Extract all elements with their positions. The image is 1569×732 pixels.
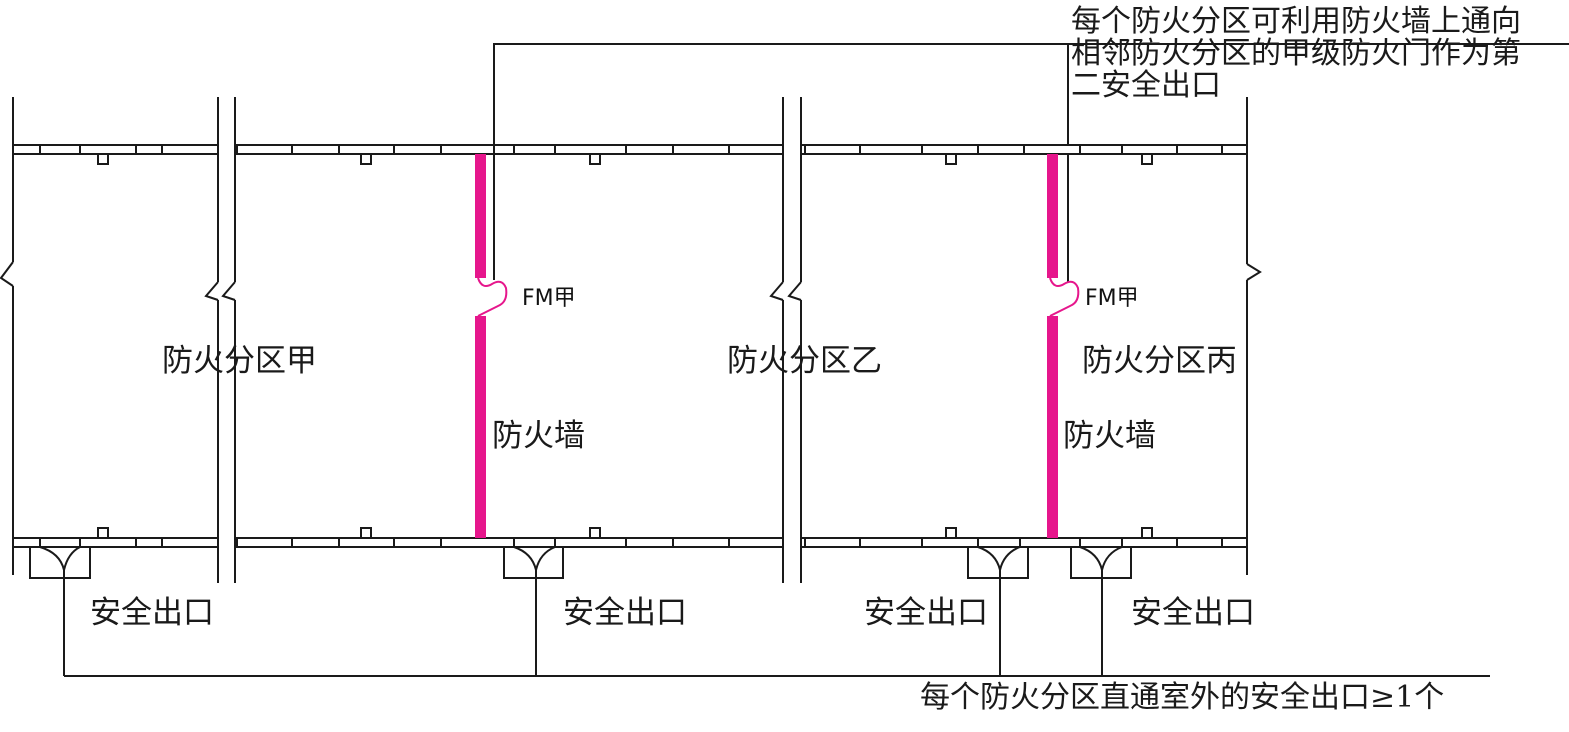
top-note: 每个防火分区可利用防火墙上通向 相邻防火分区的甲级防火门作为第 二安全出口 [1071, 6, 1521, 102]
fire-door-label-2: FM甲 [1085, 286, 1139, 311]
fire-wall-2 [1047, 154, 1080, 538]
exit-label-4: 安全出口 [1131, 595, 1255, 631]
top-note-line-3: 二安全出口 [1071, 68, 1221, 103]
exit-label-1: 安全出口 [90, 595, 214, 631]
bottom-wall [12, 527, 1248, 548]
exit-label-3: 安全出口 [864, 595, 988, 631]
fire-door-label-1: FM甲 [522, 286, 576, 311]
exit-door-1 [29, 546, 91, 579]
top-note-line-2: 相邻防火分区的甲级防火门作为第 [1071, 36, 1521, 71]
exit-door-3 [967, 546, 1029, 579]
exit-label-2: 安全出口 [563, 595, 687, 631]
partition-wall-2 [769, 97, 802, 583]
fire-wall-label-2: 防火墙 [1063, 418, 1156, 454]
fire-wall-label-1: 防火墙 [492, 418, 585, 454]
zone-c-label: 防火分区丙 [1082, 343, 1237, 379]
outer-wall-right [1246, 97, 1262, 575]
zone-b-label: 防火分区乙 [727, 343, 882, 379]
zone-a-label: 防火分区甲 [162, 343, 317, 379]
bottom-note: 每个防火分区直通室外的安全出口≥1个 [920, 680, 1445, 715]
top-wall [12, 144, 1248, 165]
partition-wall-1 [204, 97, 236, 583]
outer-wall-left [0, 97, 14, 575]
fire-wall-1 [475, 154, 508, 538]
top-leader [493, 43, 1569, 282]
bottom-leader [63, 570, 1490, 677]
exit-door-2 [503, 546, 564, 579]
top-note-line-1: 每个防火分区可利用防火墙上通向 [1071, 4, 1521, 39]
